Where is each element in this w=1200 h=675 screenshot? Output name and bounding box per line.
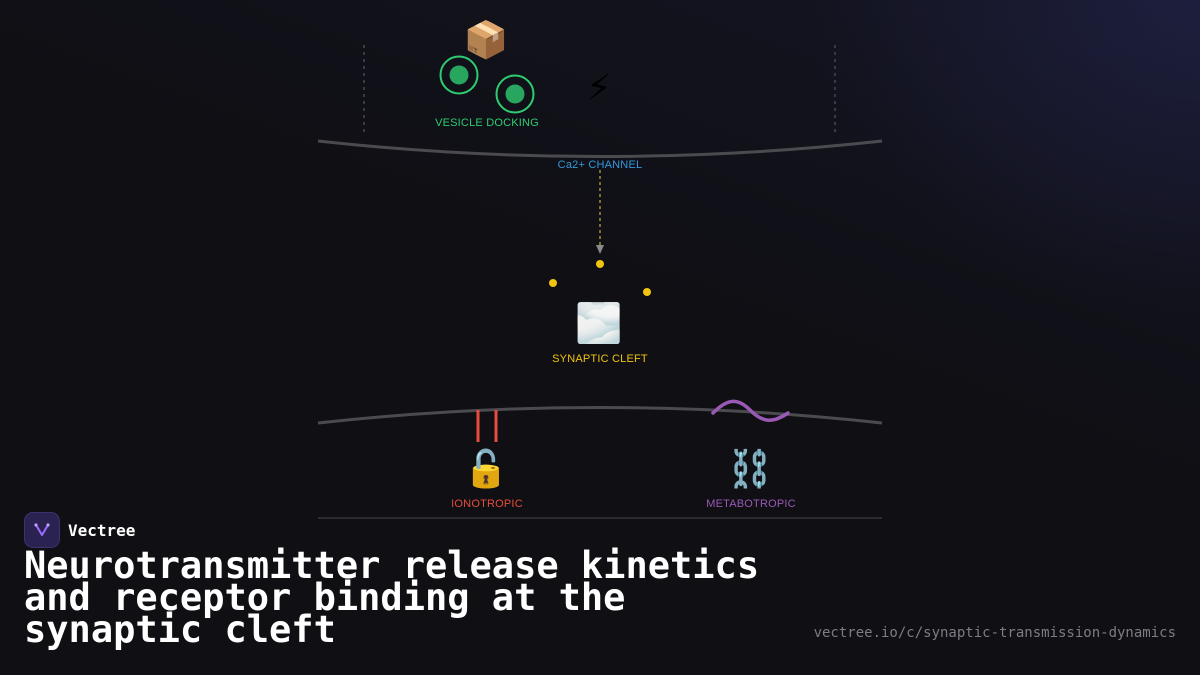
presynaptic-membrane (317, 139, 883, 158)
fog-icon: 🌫️ (575, 303, 623, 345)
page-url[interactable]: vectree.io/c/synaptic-transmission-dynam… (813, 625, 1176, 641)
vesicle-package-icon: 📦 (463, 19, 509, 60)
label-synaptic-cleft: SYNAPTIC CLEFT (552, 353, 648, 365)
chain-icon: ⛓️ (727, 448, 773, 489)
vesicle-1 (439, 55, 479, 95)
postsynaptic-membrane (317, 406, 883, 425)
release-arrowhead (596, 245, 604, 254)
label-ionotropic: IONOTROPIC (451, 498, 523, 510)
unlocked-icon: 🔓 (463, 448, 509, 489)
vesicle-2 (495, 74, 535, 114)
neurotransmitter-dot (596, 260, 604, 268)
neurotransmitter-dot (549, 279, 557, 287)
label-metabotropic: METABOTROPIC (706, 498, 796, 510)
label-ca-channel: Ca2+ CHANNEL (557, 159, 643, 171)
page-title: Neurotransmitter release kinetics and re… (24, 544, 760, 651)
lightning-icon: ⚡ (586, 67, 612, 108)
brand[interactable]: Vectree (24, 512, 135, 548)
label-vesicle-docking: VESICLE DOCKING (435, 117, 539, 129)
metabotropic-receptor (711, 399, 790, 422)
vectree-logo-icon (24, 512, 60, 548)
neurotransmitter-dot (643, 288, 651, 296)
brand-name: Vectree (68, 520, 136, 540)
